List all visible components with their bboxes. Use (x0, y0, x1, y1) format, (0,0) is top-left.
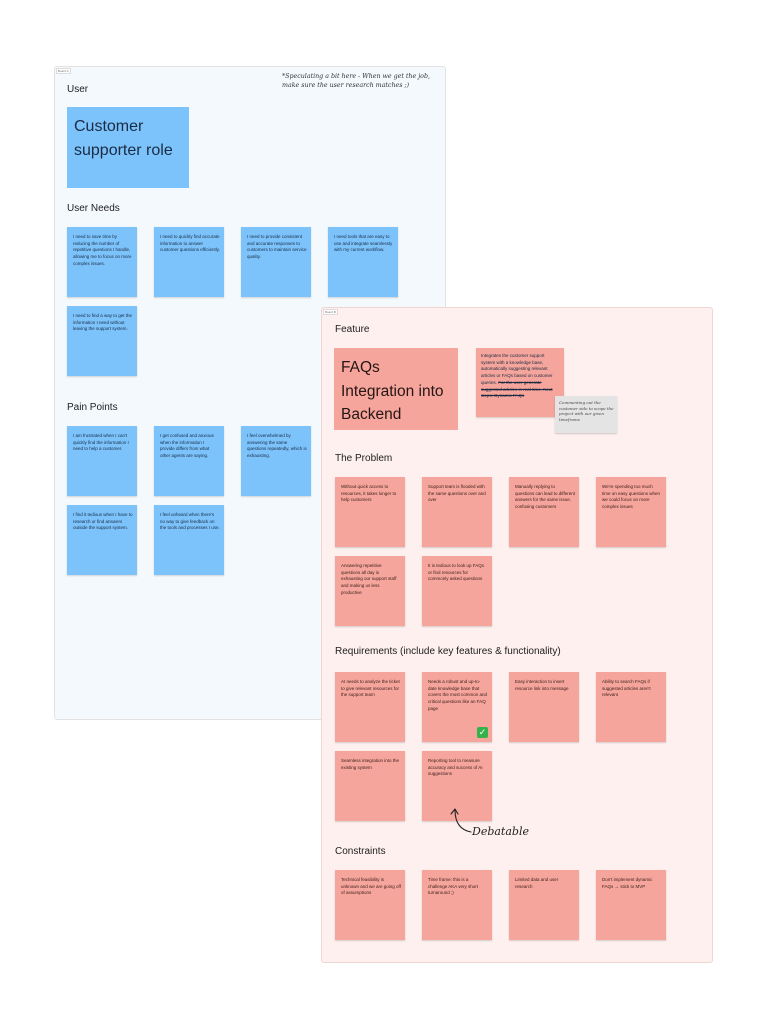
user-need-sticky[interactable]: I need to save time by reducing the numb… (67, 227, 137, 297)
constraint-sticky[interactable]: Time frame: this is a challenge AKA very… (422, 870, 492, 940)
pain-point-sticky[interactable]: I feel overwhelmed by answering the same… (241, 426, 311, 496)
sticky-text: Without quick access to resources, it ta… (341, 484, 397, 503)
sticky-text: I need to save time by reducing the numb… (73, 234, 132, 266)
speculation-note: *Speculating a bit here - When we get th… (282, 73, 430, 89)
sticky-text: We're spending too much time on easy que… (602, 484, 661, 510)
frame-tag: Board A (56, 68, 71, 74)
pain-point-sticky[interactable]: I get confused and anxious when the info… (154, 426, 224, 496)
constraint-sticky[interactable]: Don't implement dynamic FAQs → stick to … (596, 870, 666, 940)
sticky-text: I need to find a way to get the informat… (73, 313, 133, 332)
pain-point-sticky[interactable]: I feel unheard when there's no way to gi… (154, 505, 224, 575)
pain-point-sticky[interactable]: I am frustrated when I can't quickly fin… (67, 426, 137, 496)
sticky-text: I am frustrated when I can't quickly fin… (73, 433, 129, 452)
comment-text: Commenting out the customer side to scop… (559, 400, 614, 422)
user-need-sticky[interactable]: I need tools that are easy to use and in… (328, 227, 398, 297)
requirement-sticky[interactable]: Reporting tool to measure accuracy and s… (422, 751, 492, 821)
sticky-text: Reporting tool to measure accuracy and s… (428, 758, 483, 777)
sticky-text: Technical feasibility is unknown and we … (341, 877, 401, 896)
role-sticky[interactable]: Customer supporter role (67, 107, 189, 188)
sticky-text: Seamless integration into the existing s… (341, 758, 400, 770)
user-need-sticky[interactable]: I need to quickly find accurate informat… (154, 227, 224, 297)
feature-title-text: FAQs Integration into Backend (341, 359, 444, 423)
requirement-sticky[interactable]: Seamless integration into the existing s… (335, 751, 405, 821)
problem-heading: The Problem (335, 453, 393, 464)
user-need-sticky[interactable]: I need to find a way to get the informat… (67, 306, 137, 376)
sticky-text: Integrates the customer support system w… (481, 353, 560, 400)
sticky-text: Don't implement dynamic FAQs → stick to … (602, 877, 653, 889)
problem-sticky[interactable]: We're spending too much time on easy que… (596, 477, 666, 547)
frame-tag: Board B (323, 309, 338, 315)
problem-sticky[interactable]: Manually replying to questions can lead … (509, 477, 579, 547)
pain-points-heading: Pain Points (67, 402, 118, 413)
sticky-text: Easy interaction to insert resource link… (515, 679, 569, 691)
sticky-text: Needs a robust and up-to-date knowledge … (428, 679, 488, 711)
feature-description-sticky[interactable]: Integrates the customer support system w… (476, 348, 564, 417)
problem-sticky[interactable]: Without quick access to resources, it ta… (335, 477, 405, 547)
sticky-text: Ability to search FAQs if suggested arti… (602, 679, 651, 698)
user-heading: User (67, 84, 89, 95)
user-need-sticky[interactable]: I need to provide consistent and accurat… (241, 227, 311, 297)
sticky-text: Limited data and user research (515, 877, 559, 889)
requirements-heading: Requirements (include key features & fun… (335, 646, 561, 657)
sticky-text: Answering repetitive questions all day i… (341, 563, 397, 595)
sticky-text: Time frame: this is a challenge AKA very… (428, 877, 479, 896)
white-check-mark-icon: ✓ (477, 727, 488, 738)
debatable-arrow-icon (450, 808, 472, 833)
constraints-heading: Constraints (335, 846, 386, 857)
sticky-text: AI needs to analyze the ticket to give r… (341, 679, 400, 698)
feature-title-sticky[interactable]: FAQs Integration into Backend (334, 348, 458, 430)
sticky-text: I find it tedious when I have to researc… (73, 512, 133, 531)
problem-sticky[interactable]: Answering repetitive questions all day i… (335, 556, 405, 626)
feature-description-struck-text: For the user generate suggested articles… (481, 379, 553, 399)
sticky-text: I feel unheard when there's no way to gi… (160, 512, 220, 531)
sticky-text: I need to quickly find accurate informat… (160, 234, 220, 253)
sticky-text: Manually replying to questions can lead … (515, 484, 575, 510)
problem-sticky[interactable]: Support team is flooded with the same qu… (422, 477, 492, 547)
problem-sticky[interactable]: It is tedious to look up FAQs or find re… (422, 556, 492, 626)
scope-comment[interactable]: Commenting out the customer side to scop… (555, 396, 617, 433)
feature-description-text: Integrates the customer support system w… (481, 353, 553, 385)
role-text: Customer supporter role (74, 118, 173, 159)
sticky-text: Support team is flooded with the same qu… (428, 484, 486, 503)
debatable-note: Debatable (472, 825, 529, 838)
requirement-sticky[interactable]: Ability to search FAQs if suggested arti… (596, 672, 666, 742)
user-needs-heading: User Needs (67, 203, 120, 214)
sticky-text: I feel overwhelmed by answering the same… (247, 433, 307, 459)
constraint-sticky[interactable]: Technical feasibility is unknown and we … (335, 870, 405, 940)
sticky-text: It is tedious to look up FAQs or find re… (428, 563, 485, 582)
requirement-sticky[interactable]: AI needs to analyze the ticket to give r… (335, 672, 405, 742)
sticky-text: I get confused and anxious when the info… (160, 433, 214, 459)
pain-point-sticky[interactable]: I find it tedious when I have to researc… (67, 505, 137, 575)
constraint-sticky[interactable]: Limited data and user research (509, 870, 579, 940)
sticky-text: I need to provide consistent and accurat… (247, 234, 307, 260)
requirement-sticky[interactable]: Easy interaction to insert resource link… (509, 672, 579, 742)
feature-heading: Feature (335, 324, 370, 335)
sticky-text: I need tools that are easy to use and in… (334, 234, 393, 253)
